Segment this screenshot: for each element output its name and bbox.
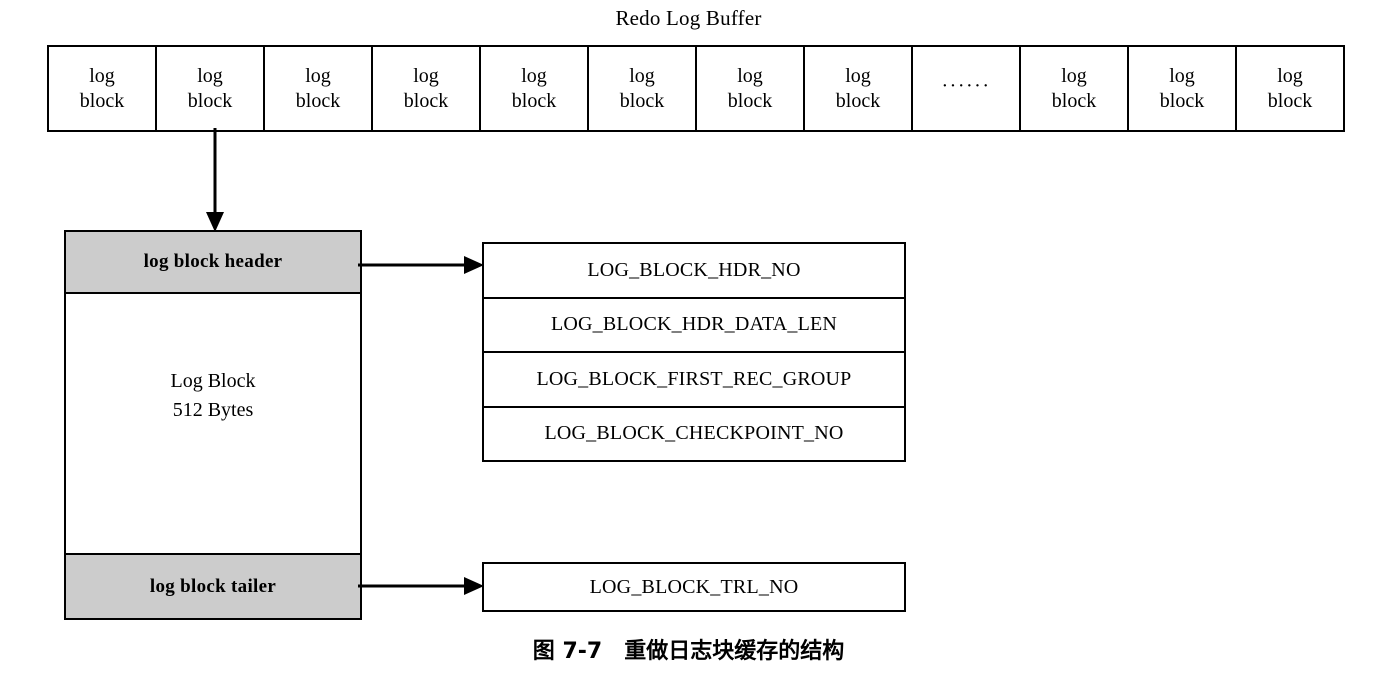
arrow-right-icon [358,577,484,595]
buffer-cell-line2: block [511,89,557,112]
log-block-detail: log block header Log Block 512 Bytes log… [64,230,362,620]
buffer-cell-line1: log [1277,64,1303,87]
buffer-cell-line1: log [197,64,223,87]
ellipsis-text: ······ [941,75,991,97]
buffer-cell-log-block: log block [49,47,157,130]
log-block-body-line1: Log Block [170,369,256,392]
buffer-cell-line2: block [619,89,665,112]
log-block-body: Log Block 512 Bytes [66,294,360,553]
log-block-tailer-band: log block tailer [66,553,360,618]
buffer-cell-line2: block [1159,89,1205,112]
header-field-row: LOG_BLOCK_CHECKPOINT_NO [484,407,904,460]
buffer-cell-line1: log [305,64,331,87]
log-block-header-band: log block header [66,232,360,294]
arrow-tailer-to-field [358,573,486,604]
buffer-cell-line2: block [187,89,233,112]
log-block-header-fields-table: LOG_BLOCK_HDR_NO LOG_BLOCK_HDR_DATA_LEN … [482,242,906,462]
buffer-cell-line1: log [1169,64,1195,87]
arrow-buffer-to-log-block [190,128,240,239]
buffer-cell-log-block: log block [373,47,481,130]
buffer-cell-log-block: log block [697,47,805,130]
log-block-tailer-fields-table: LOG_BLOCK_TRL_NO [482,562,906,612]
buffer-cell-log-block: log block [589,47,697,130]
buffer-cell-line1: log [737,64,763,87]
buffer-cell-line2: block [1267,89,1313,112]
buffer-cell-line1: log [89,64,115,87]
figure-caption: 图 7-7 重做日志块缓存的结构 [532,639,845,664]
header-field-row: LOG_BLOCK_HDR_NO [484,244,904,299]
header-field-row: LOG_BLOCK_HDR_DATA_LEN [484,298,904,353]
arrow-right-icon [358,256,484,274]
buffer-cell-line2: block [835,89,881,112]
buffer-cell-line2: block [1051,89,1097,112]
buffer-cell-line1: log [1061,64,1087,87]
redo-log-buffer-strip: log block log block log block log block … [47,45,1345,132]
tailer-field-row: LOG_BLOCK_TRL_NO [589,575,799,598]
buffer-cell-log-block: log block [1237,47,1343,130]
buffer-cell-line1: log [521,64,547,87]
buffer-cell-log-block: log block [481,47,589,130]
buffer-cell-line1: log [629,64,655,87]
buffer-cell-log-block: log block [265,47,373,130]
buffer-cell-line2: block [727,89,773,112]
header-field-row: LOG_BLOCK_FIRST_REC_GROUP [484,353,904,408]
buffer-title: Redo Log Buffer [615,6,762,30]
buffer-cell-log-block: log block [1129,47,1237,130]
buffer-cell-line1: log [845,64,871,87]
buffer-cell-log-block: log block [1021,47,1129,130]
buffer-cell-ellipsis: ······ [913,47,1021,130]
buffer-cell-line2: block [295,89,341,112]
log-block-body-line2: 512 Bytes [172,398,254,421]
buffer-cell-line2: block [79,89,125,112]
buffer-cell-line1: log [413,64,439,87]
buffer-cell-line2: block [403,89,449,112]
arrow-down-icon [206,128,224,232]
arrow-header-to-fields [358,252,486,283]
buffer-cell-log-block: log block [157,47,265,130]
buffer-cell-log-block: log block [805,47,913,130]
